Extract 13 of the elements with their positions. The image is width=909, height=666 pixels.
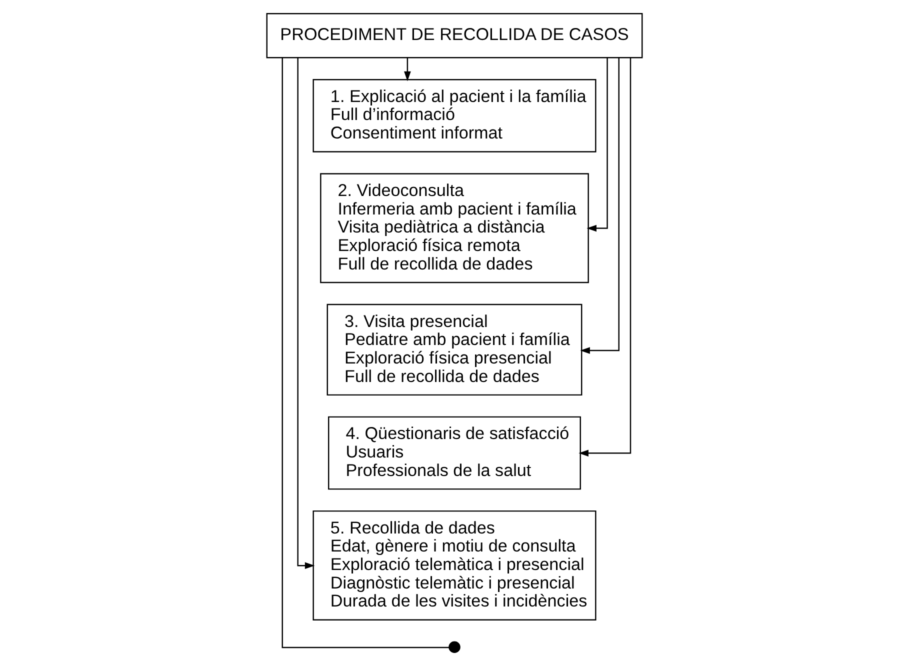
connector (282, 58, 450, 648)
arrow (404, 58, 411, 82)
node-box: 3. Visita presencial Pediatre amb pacient i família Exploració física presencial Full de recollida de dades (326, 304, 582, 396)
node-box: PROCEDIMENT DE RECOLLIDA DE CASOS (266, 13, 643, 58)
node-box: 5. Recollida de dades Edat, gènere i motiu de consulta Exploració telemàtica i presencial Diagnòstic telemàtic i presencial Durada de les visites i incidències (312, 510, 596, 620)
arrow (586, 58, 608, 232)
arrow (578, 58, 632, 457)
node-box: 1. Explicació al pacient i la família Full d’informació Consentiment informat (312, 79, 596, 152)
node-circle (448, 641, 460, 653)
node-box: 2. Videoconsulta Infermeria amb pacient i família Visita pediàtrica a distància Exploració física remota Full de recollida de dades (320, 173, 589, 284)
node-box: 4. Qüestionaris de satisfacció Usuaris Professionals de la salut (328, 416, 581, 490)
arrow (297, 58, 315, 570)
arrow (580, 58, 620, 354)
